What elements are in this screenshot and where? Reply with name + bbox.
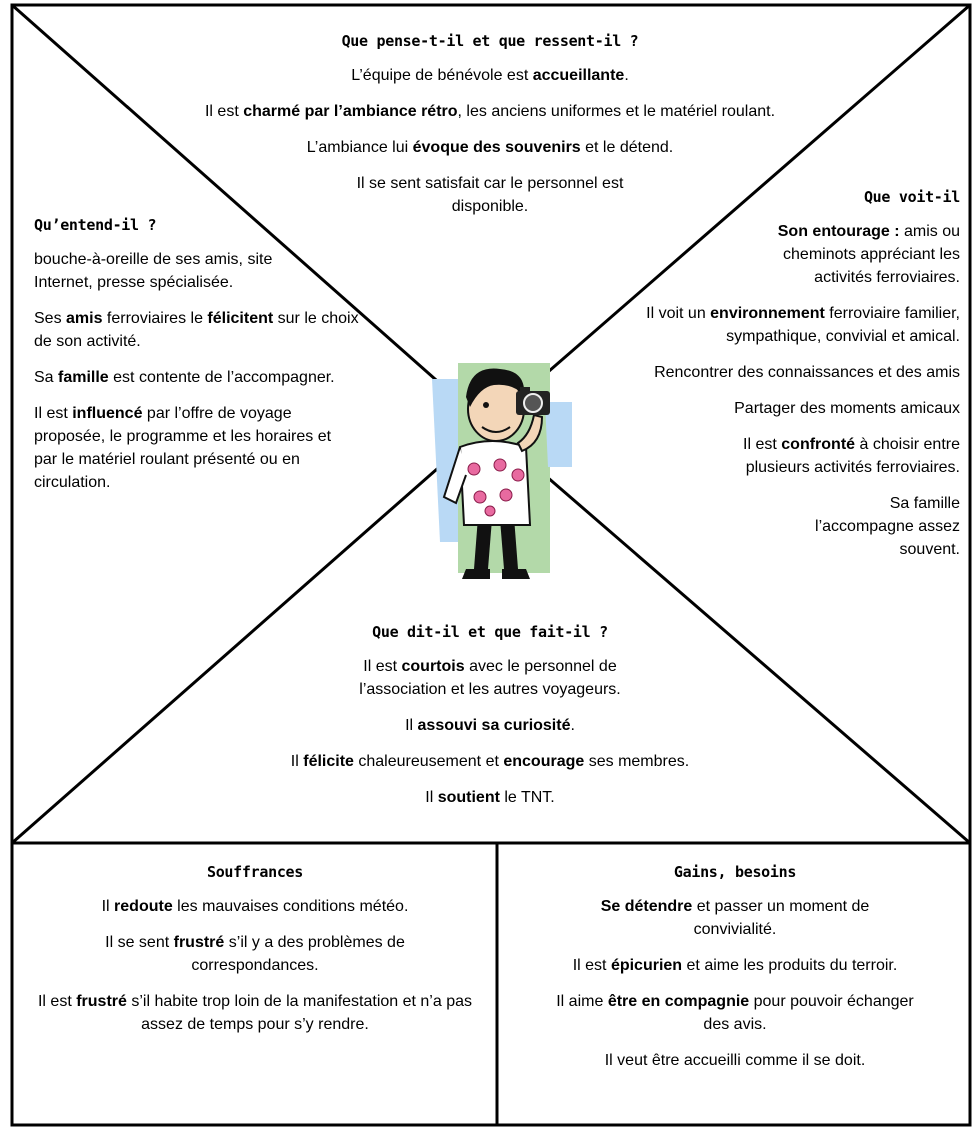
see-item: Il voit un environnement ferroviaire fam…	[646, 305, 960, 345]
see-item: Partager des moments amicaux	[734, 400, 960, 417]
see-title: Que voit-il	[863, 188, 960, 206]
see-section: Que voit-il Son entourage : amis ou chem…	[566, 186, 960, 574]
pains-item: Il se sent frustré s’il y a des problème…	[105, 934, 405, 974]
gains-item: Il veut être accueilli comme il se doit.	[604, 1052, 866, 1069]
hear-item: bouche-à-oreille de ses amis, site Inter…	[34, 251, 273, 291]
pains-item: Il est frustré s’il habite trop loin de …	[37, 993, 472, 1033]
pains-section: Souffrances Il redoute les mauvaises con…	[30, 861, 480, 1049]
see-item: Sa famille l’accompagne assez souvent.	[815, 495, 960, 558]
think-feel-item: L’ambiance lui évoque des souvenirs et l…	[306, 139, 674, 156]
diagonal-top-right-to-center	[486, 3, 971, 427]
hear-item: Sa famille est contente de l’accompagner…	[34, 369, 335, 386]
pains-item: Il redoute les mauvaises conditions mété…	[101, 898, 409, 915]
tourist-with-camera-illustration	[432, 363, 572, 579]
diagonal-bottom-left-to-center	[11, 423, 488, 845]
think-feel-item: Il se sent satisfait car le personnel es…	[356, 175, 624, 215]
think-feel-section: Que pense-t-il et que ressent-il ? L’équ…	[190, 30, 790, 231]
say-do-item: Il est courtois avec le personnel de l’a…	[359, 658, 621, 698]
think-feel-item: Il est charmé par l’ambiance rétro, les …	[204, 103, 776, 120]
pains-title: Souffrances	[206, 863, 304, 881]
say-do-item: Il félicite chaleureusement et encourage…	[290, 753, 690, 770]
hear-item: Ses amis ferroviaires le félicitent sur …	[34, 310, 359, 350]
gains-item: Se détendre et passer un moment de convi…	[600, 898, 870, 938]
say-do-item: Il soutient le TNT.	[425, 789, 555, 806]
see-item: Rencontrer des connaissances et des amis	[654, 364, 960, 381]
hear-item: Il est influencé par l’offre de voyage p…	[34, 405, 332, 491]
see-item: Son entourage : amis ou cheminots appréc…	[777, 223, 960, 286]
blue-background-panel-right	[545, 402, 572, 467]
hear-title: Qu’entend-il ?	[34, 216, 157, 234]
gains-section: Gains, besoins Se détendre et passer un …	[510, 861, 960, 1085]
diagonal-top-left-to-center	[11, 3, 488, 427]
say-do-item: Il assouvi sa curiosité.	[405, 717, 575, 734]
gains-title: Gains, besoins	[673, 863, 797, 881]
think-feel-title: Que pense-t-il et que ressent-il ?	[341, 32, 639, 50]
think-feel-item: L’équipe de bénévole est accueillante.	[351, 67, 629, 84]
say-do-section: Que dit-il et que fait-il ? Il est court…	[200, 621, 780, 822]
say-do-title: Que dit-il et que fait-il ?	[372, 623, 608, 641]
outer-border	[10, 3, 972, 1127]
see-item: Il est confronté à choisir entre plusieu…	[743, 436, 960, 476]
gains-item: Il aime être en compagnie pour pouvoir é…	[556, 993, 914, 1033]
hear-section: Qu’entend-il ? bouche-à-oreille de ses a…	[34, 214, 394, 507]
gains-item: Il est épicurien et aime les produits du…	[572, 957, 898, 974]
diagonal-bottom-right-to-center	[486, 423, 971, 845]
